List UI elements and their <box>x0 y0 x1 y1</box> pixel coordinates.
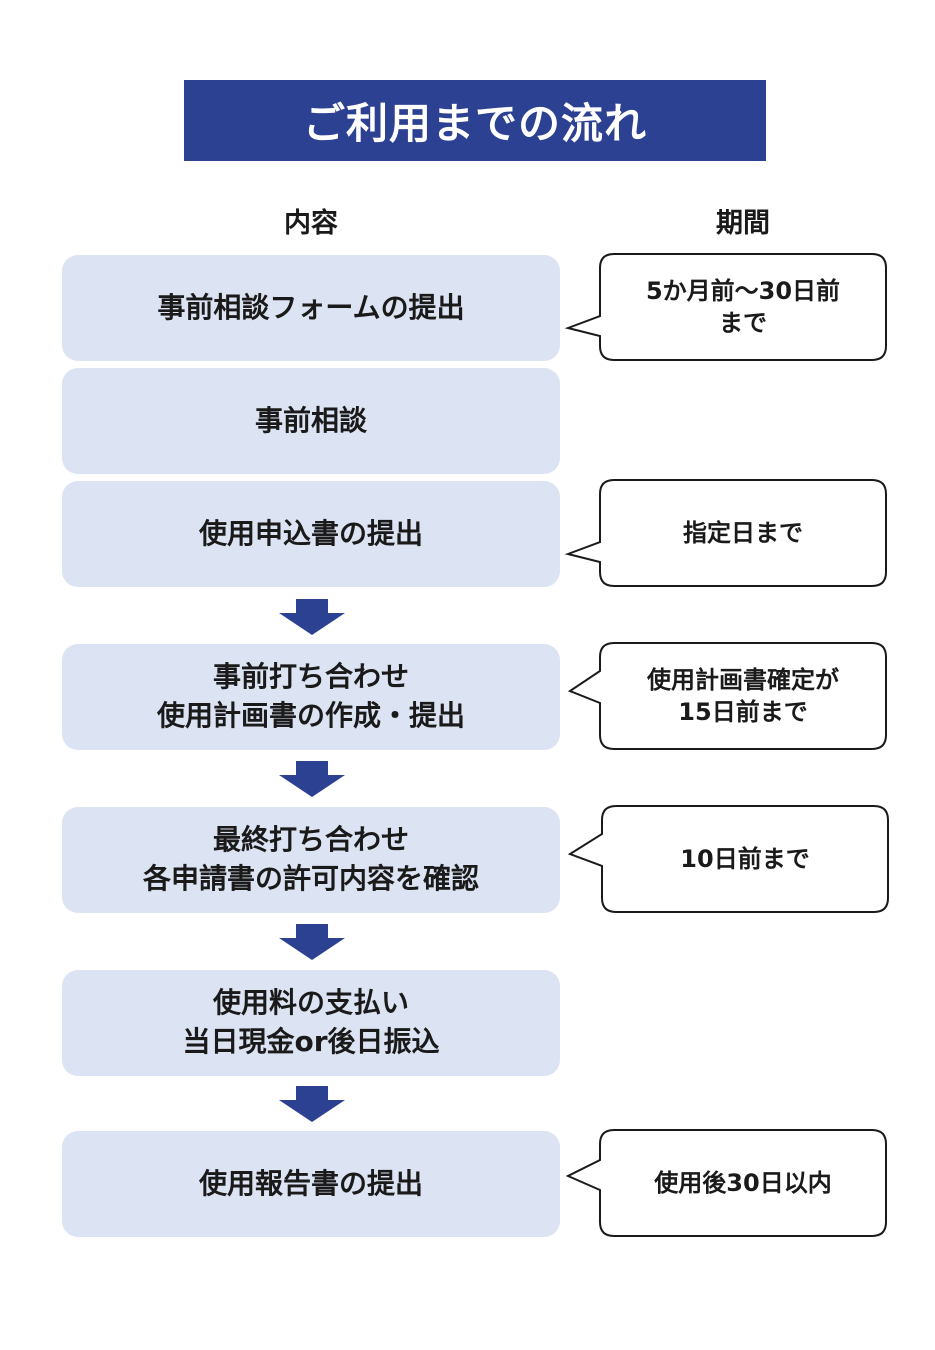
period-line: 15日前まで <box>678 698 808 726</box>
content-column-header: 内容 <box>62 200 560 240</box>
period-line: 10日前まで <box>680 844 810 873</box>
period-callout-text: 使用後30日以内 <box>600 1130 886 1236</box>
period-line: 5か月前～30日前 <box>645 276 841 305</box>
step-line: 最終打ち合わせ <box>212 823 409 857</box>
content-header-label: 内容 <box>284 207 338 239</box>
period-line: まで <box>718 309 767 337</box>
step-line: 使用料の支払い <box>212 986 409 1020</box>
title-banner: ご利用までの流れ <box>184 80 766 161</box>
step-line: 使用申込書の提出 <box>198 516 423 550</box>
step-payment: 使用料の支払い 当日現金or後日振込 <box>62 970 560 1076</box>
period-callout-bubble <box>567 642 887 750</box>
period-callout-bubble <box>565 1129 887 1237</box>
period-column-header: 期間 <box>600 200 886 240</box>
period-line: 指定日まで <box>683 518 803 547</box>
step-consultation: 事前相談 <box>62 368 560 474</box>
period-callout-bubble <box>567 805 889 913</box>
period-callout-text: 5か月前～30日前 まで <box>600 254 886 360</box>
period-callout-text: 10日前まで <box>602 806 888 912</box>
step-line: 事前打ち合わせ <box>212 660 409 694</box>
step-consultation-form: 事前相談フォームの提出 <box>62 255 560 361</box>
step-line: 各申請書の許可内容を確認 <box>142 862 479 895</box>
down-arrow-icon <box>279 761 345 797</box>
step-line: 事前相談 <box>254 403 367 437</box>
period-callout-text: 指定日まで <box>600 480 886 586</box>
down-arrow-icon <box>279 599 345 635</box>
period-line: 使用計画書確定が <box>647 665 839 694</box>
step-line: 当日現金or後日振込 <box>182 1025 440 1058</box>
step-final-meeting: 最終打ち合わせ 各申請書の許可内容を確認 <box>62 807 560 913</box>
step-pre-meeting: 事前打ち合わせ 使用計画書の作成・提出 <box>62 644 560 750</box>
period-header-label: 期間 <box>716 207 770 239</box>
step-report: 使用報告書の提出 <box>62 1131 560 1237</box>
step-line: 使用報告書の提出 <box>198 1166 423 1200</box>
down-arrow-icon <box>279 1086 345 1122</box>
step-application: 使用申込書の提出 <box>62 481 560 587</box>
page-title: ご利用までの流れ <box>302 99 647 148</box>
period-line: 使用後30日以内 <box>654 1168 832 1197</box>
step-line: 事前相談フォームの提出 <box>157 290 465 324</box>
period-callout-bubble <box>564 479 887 587</box>
down-arrow-icon <box>279 924 345 960</box>
period-callout-text: 使用計画書確定が 15日前まで <box>600 643 886 749</box>
step-line: 使用計画書の作成・提出 <box>156 699 465 732</box>
period-callout-bubble <box>564 253 887 361</box>
